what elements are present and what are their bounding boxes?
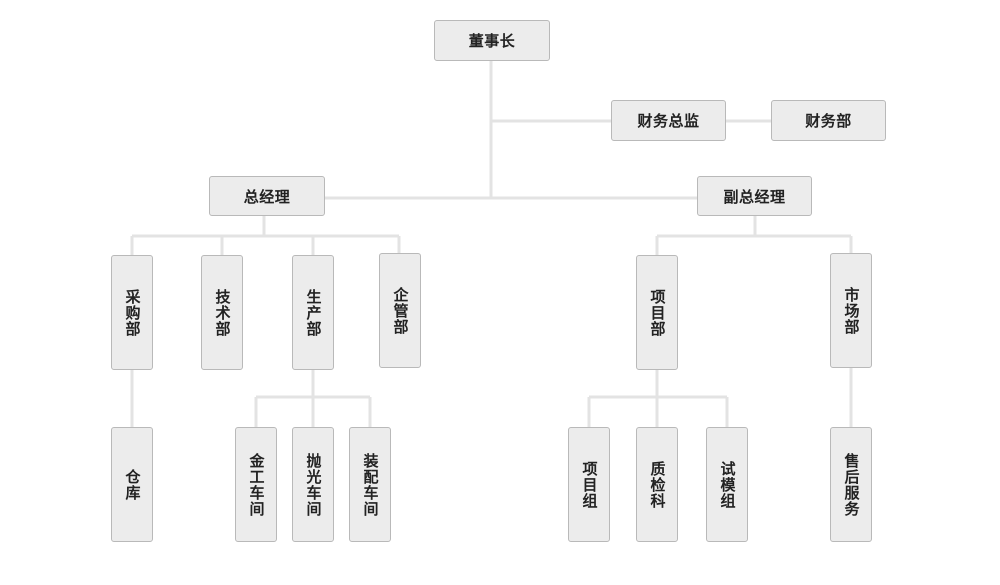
node-label: 质检科: [648, 460, 667, 509]
node-warehouse: 仓库: [111, 427, 153, 542]
node-assembly-workshop: 装配车间: [349, 427, 391, 542]
node-label: 项目部: [648, 288, 667, 337]
node-market-dept: 市场部: [830, 253, 872, 368]
node-label: 财务部: [805, 112, 852, 130]
node-polishing-workshop: 抛光车间: [292, 427, 334, 542]
node-label: 采购部: [123, 288, 142, 337]
node-label: 试模组: [718, 460, 737, 509]
node-label: 项目组: [580, 460, 599, 509]
node-chairman: 董事长: [434, 20, 550, 61]
node-finance-director: 财务总监: [611, 100, 726, 141]
node-metalwork-workshop: 金工车间: [235, 427, 277, 542]
node-purchasing-dept: 采购部: [111, 255, 153, 370]
node-label: 总经理: [243, 187, 291, 206]
node-quality-inspection: 质检科: [636, 427, 678, 542]
node-label: 技术部: [213, 288, 232, 337]
node-label: 董事长: [468, 32, 516, 50]
node-after-sales-service: 售后服务: [830, 427, 872, 542]
node-label: 企管部: [391, 286, 410, 335]
node-label: 市场部: [842, 286, 861, 335]
node-label: 财务总监: [637, 112, 700, 130]
node-project-dept: 项目部: [636, 255, 678, 370]
node-label: 副总经理: [723, 187, 786, 206]
node-label: 装配车间: [361, 452, 380, 517]
node-production-dept: 生产部: [292, 255, 334, 370]
node-technology-dept: 技术部: [201, 255, 243, 370]
node-label: 抛光车间: [304, 452, 323, 517]
node-general-manager: 总经理: [209, 176, 325, 216]
node-deputy-general-manager: 副总经理: [697, 176, 812, 216]
node-mold-trial-group: 试模组: [706, 427, 748, 542]
node-label: 生产部: [304, 288, 323, 337]
node-label: 售后服务: [842, 452, 861, 517]
node-finance-dept: 财务部: [771, 100, 886, 141]
node-project-group: 项目组: [568, 427, 610, 542]
node-label: 金工车间: [247, 452, 266, 517]
node-label: 仓库: [123, 468, 142, 501]
node-enterprise-mgmt-dept: 企管部: [379, 253, 421, 368]
